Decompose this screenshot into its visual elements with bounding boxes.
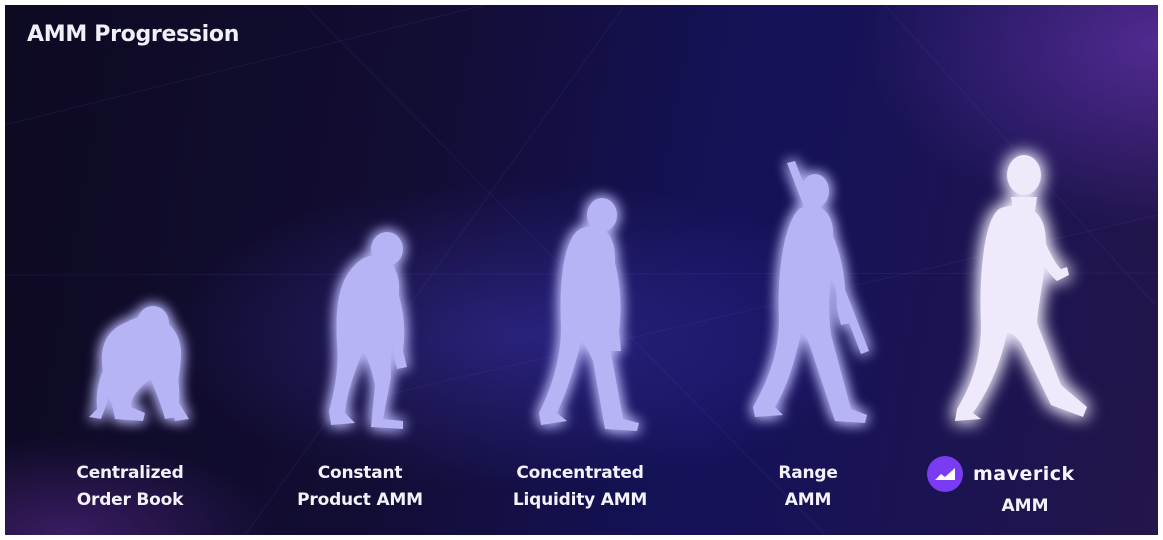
maverick-brand: maverick	[927, 456, 1075, 492]
caveman-with-spear-figure	[753, 161, 869, 423]
maverick-logo-icon	[927, 456, 963, 492]
evolution-scene	[5, 5, 1158, 535]
ape-figure	[89, 306, 189, 421]
stage-label-line: Range	[778, 463, 838, 483]
brand-name: maverick	[973, 463, 1075, 485]
stage-label-line: AMM	[784, 490, 832, 510]
stage-label-4: Range AMM	[698, 460, 918, 514]
stage-label-line: Order Book	[76, 490, 184, 510]
stage-label-line: Concentrated	[516, 463, 644, 483]
banner-title: AMM Progression	[27, 22, 240, 47]
stage-label-1: Centralized Order Book	[20, 460, 240, 514]
stage-label-line: Product AMM	[297, 490, 423, 510]
stage-label-line: Constant	[317, 463, 403, 483]
stage-label-5: AMM	[1001, 496, 1049, 516]
stage-label-line: Liquidity AMM	[512, 490, 648, 510]
stage-label-line: Centralized	[76, 463, 184, 483]
early-hominid-figure	[329, 232, 407, 429]
amm-progression-banner: AMM Progression	[5, 5, 1158, 535]
stage-label-3: Concentrated Liquidity AMM	[470, 460, 690, 514]
hominid-figure	[539, 198, 639, 431]
stage-label-2: Constant Product AMM	[250, 460, 470, 514]
modern-human-figure	[955, 155, 1087, 421]
